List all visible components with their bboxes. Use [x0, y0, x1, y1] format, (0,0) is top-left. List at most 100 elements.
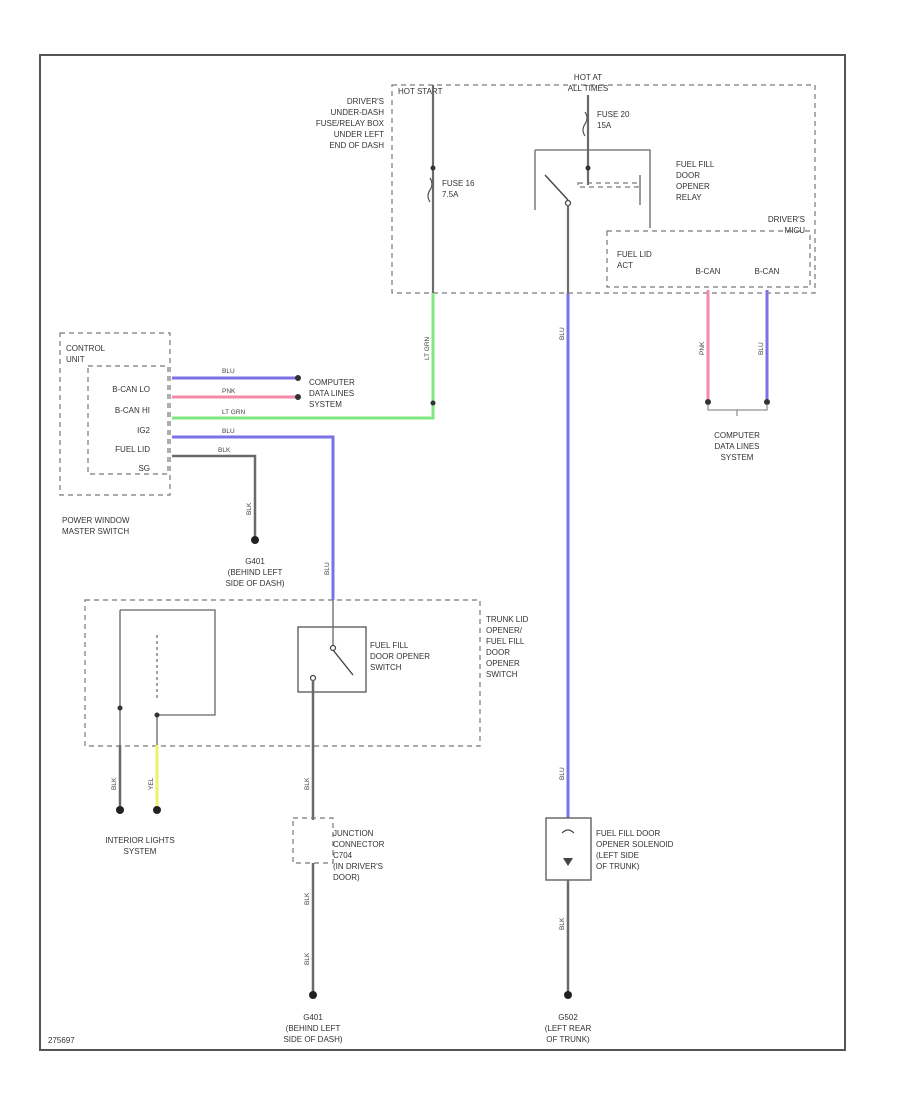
sg-wire-label: BLK: [218, 447, 231, 454]
solenoid-feed-label-bottom: BLU: [559, 767, 566, 780]
svg-text:SYSTEM: SYSTEM: [309, 400, 342, 409]
ground-wire-label-d: BLK: [304, 952, 311, 965]
switch-lever-icon: [332, 649, 354, 676]
trunk-opener-switch-box: [84, 599, 481, 747]
svg-text:OPENER SOLENOID: OPENER SOLENOID: [596, 840, 674, 849]
solenoid-feed-label-top: BLU: [559, 327, 566, 340]
power-window-master-switch-label: POWER WINDOW MASTER SWITCH: [62, 516, 130, 536]
junction-box-label: DRIVER'S UNDER-DASH FUSE/RELAY BOX UNDER…: [316, 97, 385, 150]
svg-text:FUEL FILL: FUEL FILL: [486, 637, 525, 646]
svg-text:G401: G401: [303, 1013, 323, 1022]
svg-text:POWER WINDOW: POWER WINDOW: [62, 516, 130, 525]
ig2-node: [430, 400, 436, 406]
svg-text:INTERIOR LIGHTS: INTERIOR LIGHTS: [105, 836, 174, 845]
micu-blu-label: BLU: [758, 342, 765, 355]
sg-wire: [172, 454, 257, 540]
switch-contact-a: [329, 644, 337, 652]
svg-text:15A: 15A: [597, 121, 612, 130]
control-unit-title: CONTROL UNIT: [66, 344, 106, 364]
svg-text:END OF DASH: END OF DASH: [329, 141, 384, 150]
pin-bcan-hi-label: B-CAN HI: [115, 406, 150, 415]
svg-text:G401: G401: [245, 557, 265, 566]
relay-contact-point: [564, 199, 572, 207]
ground-g401-top-label: G401 (BEHIND LEFT SIDE OF DASH): [225, 557, 284, 588]
svg-text:DRIVER'S: DRIVER'S: [768, 215, 805, 224]
interior-lights-label: INTERIOR LIGHTS SYSTEM: [105, 836, 174, 856]
junction-connector-label: JUNCTION CONNECTOR C704 (IN DRIVER'S DOO…: [333, 829, 385, 882]
switch-contact-b: [309, 674, 317, 682]
pin-bcan-lo-label: B-CAN LO: [112, 385, 150, 394]
ground-wire-label-c: BLK: [304, 892, 311, 905]
bcan-h-label: B-CAN: [755, 267, 780, 276]
svg-text:FUSE 16: FUSE 16: [442, 179, 475, 188]
micu-blu-end: [764, 399, 770, 405]
svg-text:C704: C704: [333, 851, 353, 860]
svg-text:OPENER/: OPENER/: [486, 626, 523, 635]
svg-text:ALL TIMES: ALL TIMES: [568, 84, 608, 93]
fuse16-icon: [427, 177, 433, 203]
under-dash-fuse-relay-box: [391, 84, 816, 294]
bcan-lo-wire-label: BLU: [222, 368, 235, 375]
svg-text:(BEHIND LEFT: (BEHIND LEFT: [286, 1024, 341, 1033]
pin-sg-label: SG: [138, 464, 150, 473]
interior-blk-end: [116, 806, 124, 814]
bcan-lo-end: [295, 375, 301, 381]
svg-text:SWITCH: SWITCH: [370, 663, 402, 672]
ground-g502-label: G502 (LEFT REAR OF TRUNK): [545, 1013, 592, 1044]
svg-text:G502: G502: [558, 1013, 578, 1022]
trunk-switch-loop: [120, 609, 216, 745]
svg-text:DATA LINES: DATA LINES: [714, 442, 759, 451]
svg-text:CONNECTOR: CONNECTOR: [333, 840, 385, 849]
svg-text:UNDER LEFT: UNDER LEFT: [334, 130, 384, 139]
ig2-vert-label: LT GRN: [424, 336, 431, 360]
fuel-lid-vert-label: BLU: [324, 562, 331, 575]
solenoid-coil-icon: [561, 829, 575, 834]
ground-g401-bottom-icon: [309, 991, 317, 999]
fuse20-label: FUSE 20 15A: [597, 110, 630, 130]
trunk-opener-switch-label: TRUNK LID OPENER/ FUEL FILL DOOR OPENER …: [486, 615, 528, 679]
svg-text:DOOR: DOOR: [676, 171, 700, 180]
relay-coil-icon: [577, 182, 639, 188]
svg-text:CONTROL: CONTROL: [66, 344, 106, 353]
corner-code: 275697: [48, 1036, 75, 1045]
hot-at-all-times-label: HOT AT ALL TIMES: [568, 73, 608, 93]
svg-text:DOOR: DOOR: [486, 648, 510, 657]
svg-text:FUSE/RELAY BOX: FUSE/RELAY BOX: [316, 119, 385, 128]
bcan-hi-end: [295, 394, 301, 400]
pin-ig2-label: IG2: [137, 426, 150, 435]
hot-at-start-label: HOT START: [398, 87, 443, 96]
trunk-switch-node-b: [154, 712, 160, 718]
svg-text:SIDE OF DASH): SIDE OF DASH): [225, 579, 284, 588]
svg-text:(BEHIND LEFT: (BEHIND LEFT: [228, 568, 283, 577]
fuel-lid-wire: [172, 435, 335, 600]
svg-text:(LEFT SIDE: (LEFT SIDE: [596, 851, 639, 860]
micu-pnk-label: PNK: [699, 341, 706, 355]
svg-text:RELAY: RELAY: [676, 193, 702, 202]
svg-text:TRUNK LID: TRUNK LID: [486, 615, 528, 624]
fuel-fill-door-opener-switch: [297, 626, 367, 693]
switch-output-label: BLK: [304, 777, 311, 790]
ground-g502-icon: [564, 991, 572, 999]
svg-text:FUEL FILL: FUEL FILL: [370, 641, 409, 650]
svg-text:MICU: MICU: [785, 226, 806, 235]
relay-node: [585, 165, 591, 171]
pin-fuel-lid-label: FUEL LID: [115, 445, 150, 454]
svg-text:OPENER: OPENER: [676, 182, 710, 191]
diagram-frame: [39, 54, 846, 1051]
solenoid-label: FUEL FILL DOOR OPENER SOLENOID (LEFT SID…: [596, 829, 674, 871]
svg-text:FUEL FILL: FUEL FILL: [676, 160, 715, 169]
control-unit-inner: [87, 365, 169, 475]
sg-vert-label: BLK: [246, 502, 253, 515]
interior-blk-label: BLK: [111, 777, 118, 790]
svg-text:COMPUTER: COMPUTER: [714, 431, 760, 440]
svg-text:MASTER SWITCH: MASTER SWITCH: [62, 527, 129, 536]
svg-text:COMPUTER: COMPUTER: [309, 378, 355, 387]
svg-text:OF TRUNK): OF TRUNK): [546, 1035, 590, 1044]
fuse16-node: [430, 165, 436, 171]
fuel-lid-wire-label: BLU: [222, 428, 235, 435]
svg-text:DRIVER'S: DRIVER'S: [347, 97, 384, 106]
bcan-l-label: B-CAN: [696, 267, 721, 276]
svg-text:JUNCTION: JUNCTION: [333, 829, 374, 838]
